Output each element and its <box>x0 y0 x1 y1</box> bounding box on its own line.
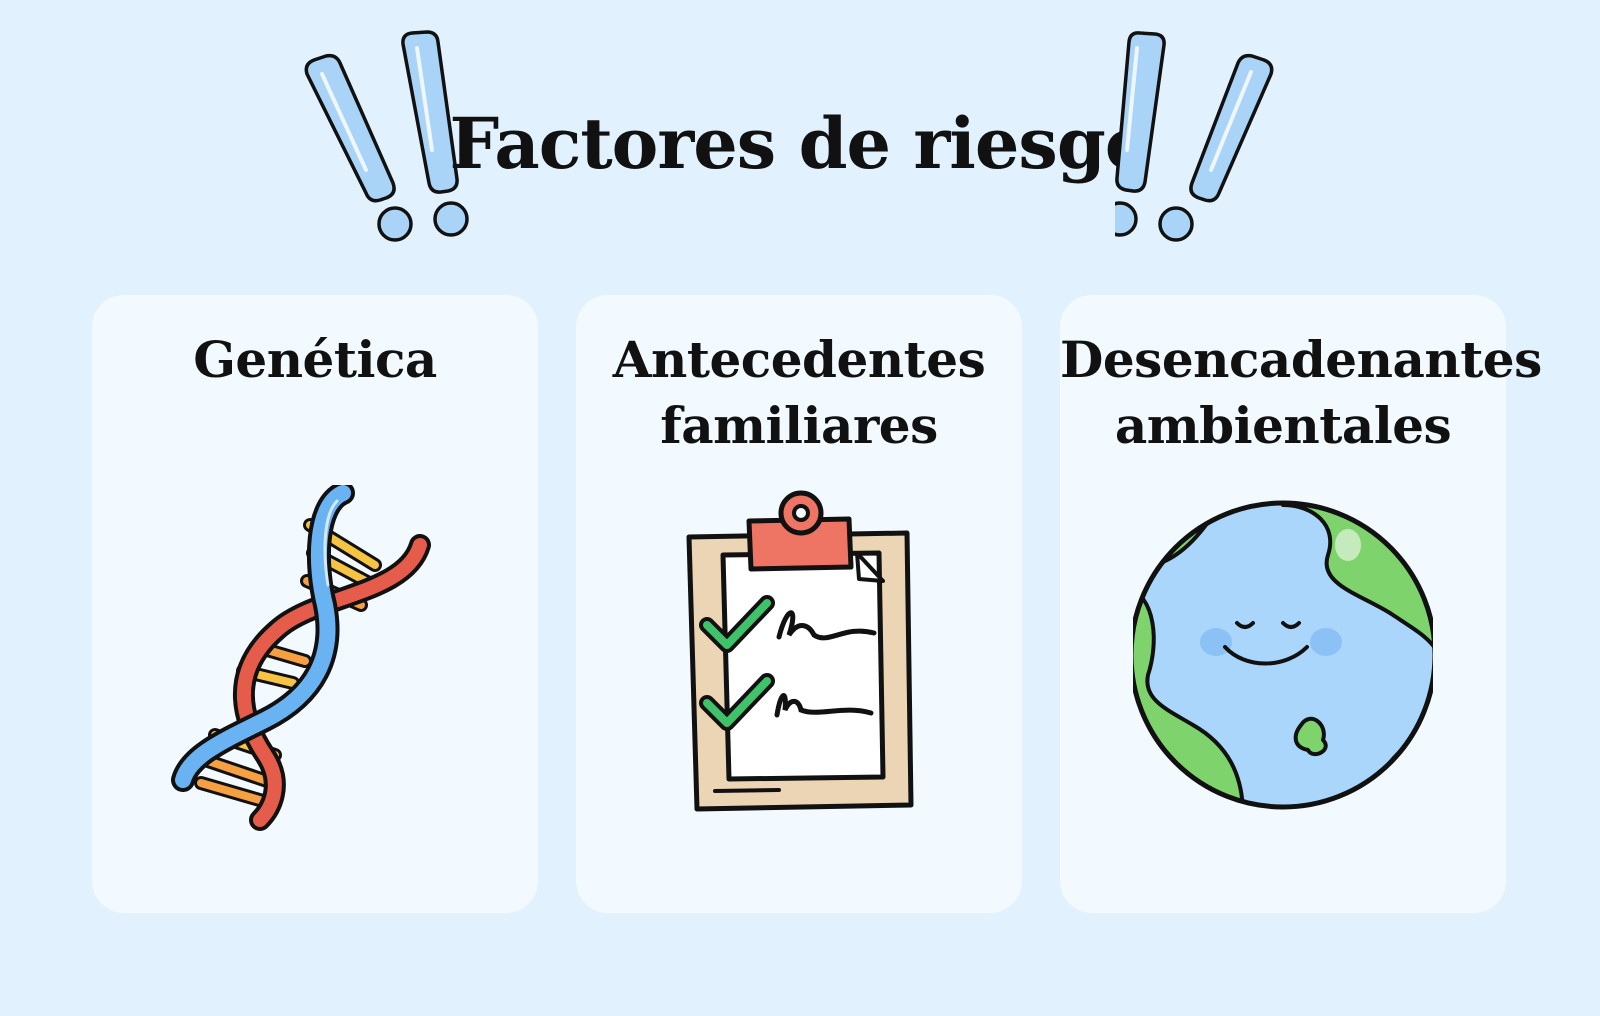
card-antecedentes-familiares: Antecedentes familiares <box>576 295 1022 913</box>
header: Factores de riesgo <box>0 30 1600 260</box>
page-title: Factores de riesgo <box>449 102 1152 185</box>
double-exclamation-icon <box>304 30 469 242</box>
card-title: Genética <box>193 330 437 389</box>
risk-factor-cards: Genética <box>92 295 1542 915</box>
card-title: Desencadenantes ambientales <box>1060 330 1542 455</box>
smiling-earth-icon <box>1133 500 1433 810</box>
dna-icon <box>171 485 431 831</box>
clipboard-checklist-icon <box>686 490 914 812</box>
card-title: Antecedentes familiares <box>612 330 986 455</box>
double-exclamation-icon <box>1115 31 1274 242</box>
card-desencadenantes-ambientales: Desencadenantes ambientales <box>1060 295 1542 913</box>
card-genetica: Genética <box>92 295 538 913</box>
